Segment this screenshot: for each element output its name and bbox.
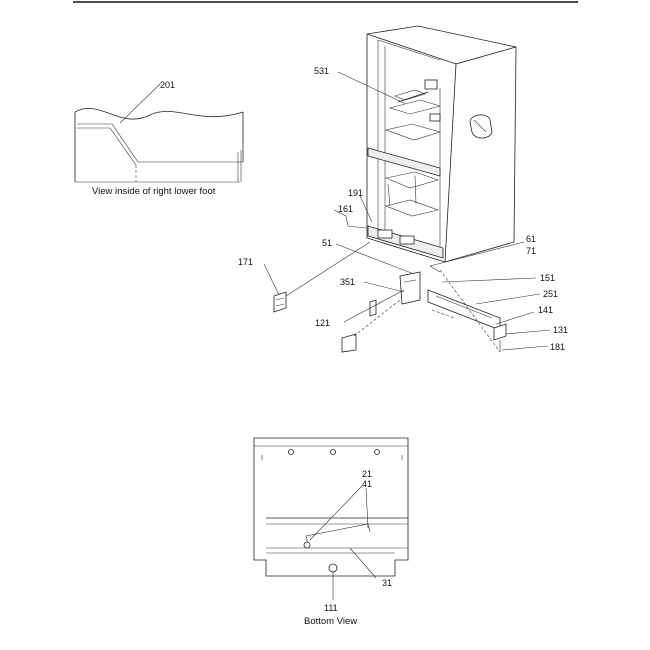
bottom-view-caption: Bottom View [304,616,357,627]
callout-161: 161 [338,204,353,214]
callout-111: 111 [324,603,338,613]
callout-141: 141 [538,305,553,315]
leader-201 [119,83,161,124]
callout-131: 131 [553,325,568,335]
callout-121: 121 [315,318,330,328]
callout-531: 531 [314,66,329,76]
bottom-view: 21 41 31 111 Bottom View [253,437,409,627]
callout-251: 251 [543,289,558,299]
main-view-leaders [333,71,551,351]
main-view-callouts: 531 191 161 51 171 61 71 151 351 251 141… [238,66,568,352]
callout-201: 201 [160,80,175,90]
detail-view-right-lower-foot: 201 View inside of right lower foot [74,80,244,197]
callout-351: 351 [340,277,355,287]
callout-151: 151 [540,273,555,283]
hinge-bracket-171 [263,241,371,313]
callout-181: 181 [550,342,565,352]
callout-171: 171 [238,257,253,267]
callout-71: 71 [526,246,536,256]
callout-51: 51 [322,238,332,248]
lower-foot-assembly [341,265,507,353]
callout-191: 191 [348,188,363,198]
callout-21: 21 [362,469,372,479]
detail-view-caption: View inside of right lower foot [92,186,216,197]
callout-31: 31 [382,578,392,588]
refrigerator-cabinet [366,25,517,263]
callout-41: 41 [362,479,372,489]
callout-61: 61 [526,234,536,244]
